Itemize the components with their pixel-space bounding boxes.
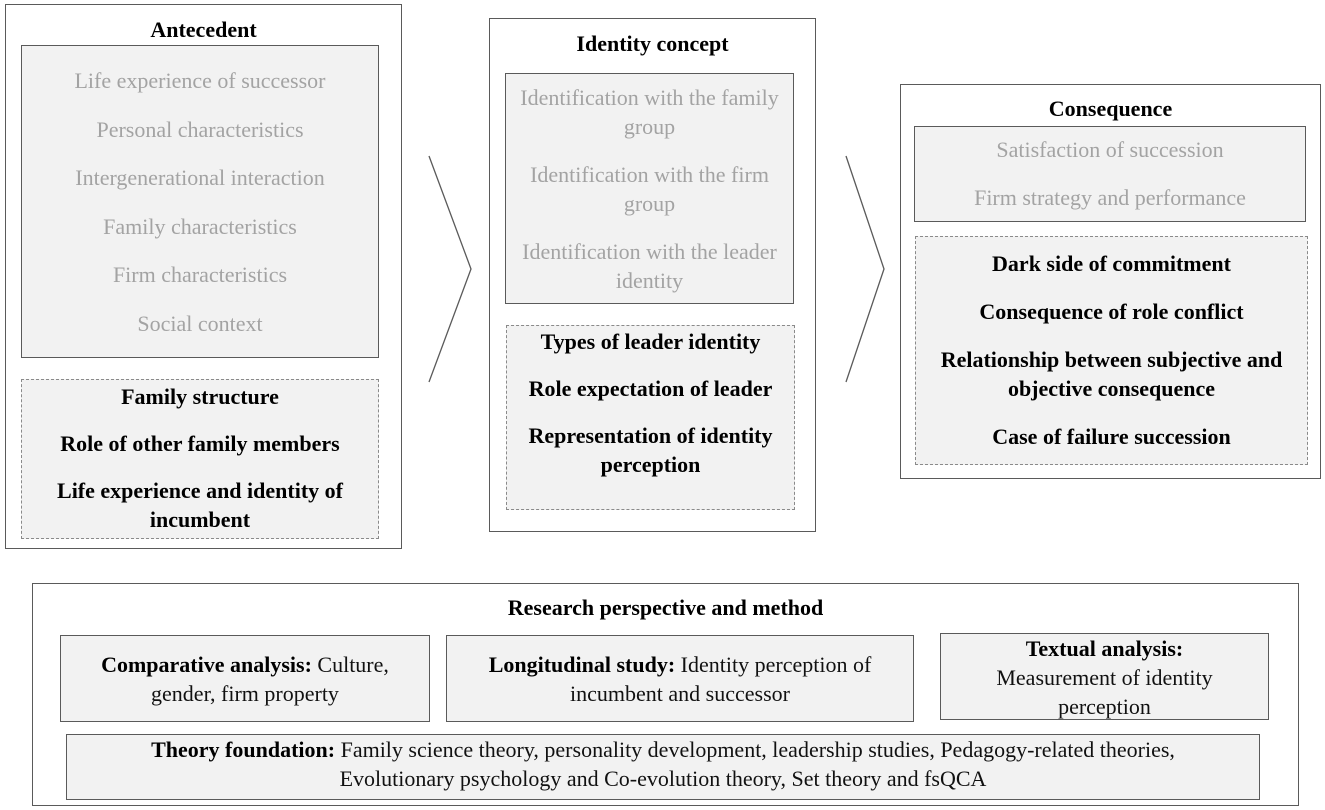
antecedent-topic: Role of other family members xyxy=(60,431,340,456)
method-textual-analysis: Textual analysis: Measurement of identit… xyxy=(940,633,1269,720)
consequence-future-topics-box: Dark side of commitment Consequence of r… xyxy=(915,236,1308,465)
theory-text: Family science theory, personality devel… xyxy=(339,737,1175,791)
identity-topic: Representation of identity perception xyxy=(528,423,773,477)
identity-topic: Role expectation of leader xyxy=(528,376,773,401)
method-label: Longitudinal study: xyxy=(488,652,676,677)
identity-title: Identity concept xyxy=(576,31,729,56)
method-text: Identity perception of incumbent and suc… xyxy=(570,652,872,706)
theory-label: Theory foundation: xyxy=(151,737,336,762)
consequence-title: Consequence xyxy=(1048,96,1173,121)
consequence-topic: Relationship between subjective and obje… xyxy=(940,347,1283,401)
antecedent-title: Antecedent xyxy=(150,17,257,42)
antecedent-factor: Intergenerational interaction xyxy=(75,165,325,190)
antecedent-factor: Life experience of successor xyxy=(74,68,326,93)
consequence-topic: Consequence of role conflict xyxy=(979,299,1244,324)
theory-foundation-box: Theory foundation: Family science theory… xyxy=(66,734,1260,800)
method-text: Culture, gender, firm property xyxy=(151,652,389,706)
antecedent-factor: Family characteristics xyxy=(103,213,297,239)
identity-future-topics-box: Types of leader identity Role expectatio… xyxy=(506,325,795,510)
antecedent-factor: Social context xyxy=(137,310,263,336)
method-longitudinal-study: Longitudinal study: Identity perception … xyxy=(446,635,914,722)
antecedent-factors-box: Life experience of successor Personal ch… xyxy=(21,45,379,358)
antecedent-future-topics-box: Family structure Role of other family me… xyxy=(21,379,379,539)
antecedent-topic: Life experience and identity of incumben… xyxy=(57,478,343,532)
research-title: Research perspective and method xyxy=(507,595,824,620)
method-text: Measurement of identity perception xyxy=(996,665,1213,719)
consequence-factor: Satisfaction of succession xyxy=(996,137,1224,162)
antecedent-topic: Family structure xyxy=(121,384,279,409)
identity-factor: Identification with the family group xyxy=(520,85,779,139)
method-label: Comparative analysis: xyxy=(101,652,312,677)
identity-factor: Identification with the leader identity xyxy=(522,239,777,293)
consequence-topic: Dark side of commitment xyxy=(992,251,1231,276)
identity-factors-box: Identification with the family group Ide… xyxy=(505,73,794,304)
consequence-factors-box: Satisfaction of succession Firm strategy… xyxy=(914,126,1306,222)
antecedent-factor: Personal characteristics xyxy=(96,116,304,142)
identity-factor: Identification with the firm group xyxy=(530,162,769,216)
arrow-antecedent-to-identity xyxy=(428,155,472,383)
antecedent-factor: Firm characteristics xyxy=(112,262,288,287)
method-comparative-analysis: Comparative analysis: Culture, gender, f… xyxy=(60,635,430,722)
method-label: Textual analysis: xyxy=(1025,636,1184,661)
identity-topic: Types of leader identity xyxy=(540,329,761,354)
consequence-factor: Firm strategy and performance xyxy=(974,185,1246,210)
consequence-topic: Case of failure succession xyxy=(992,424,1231,449)
arrow-identity-to-consequence xyxy=(845,155,885,383)
